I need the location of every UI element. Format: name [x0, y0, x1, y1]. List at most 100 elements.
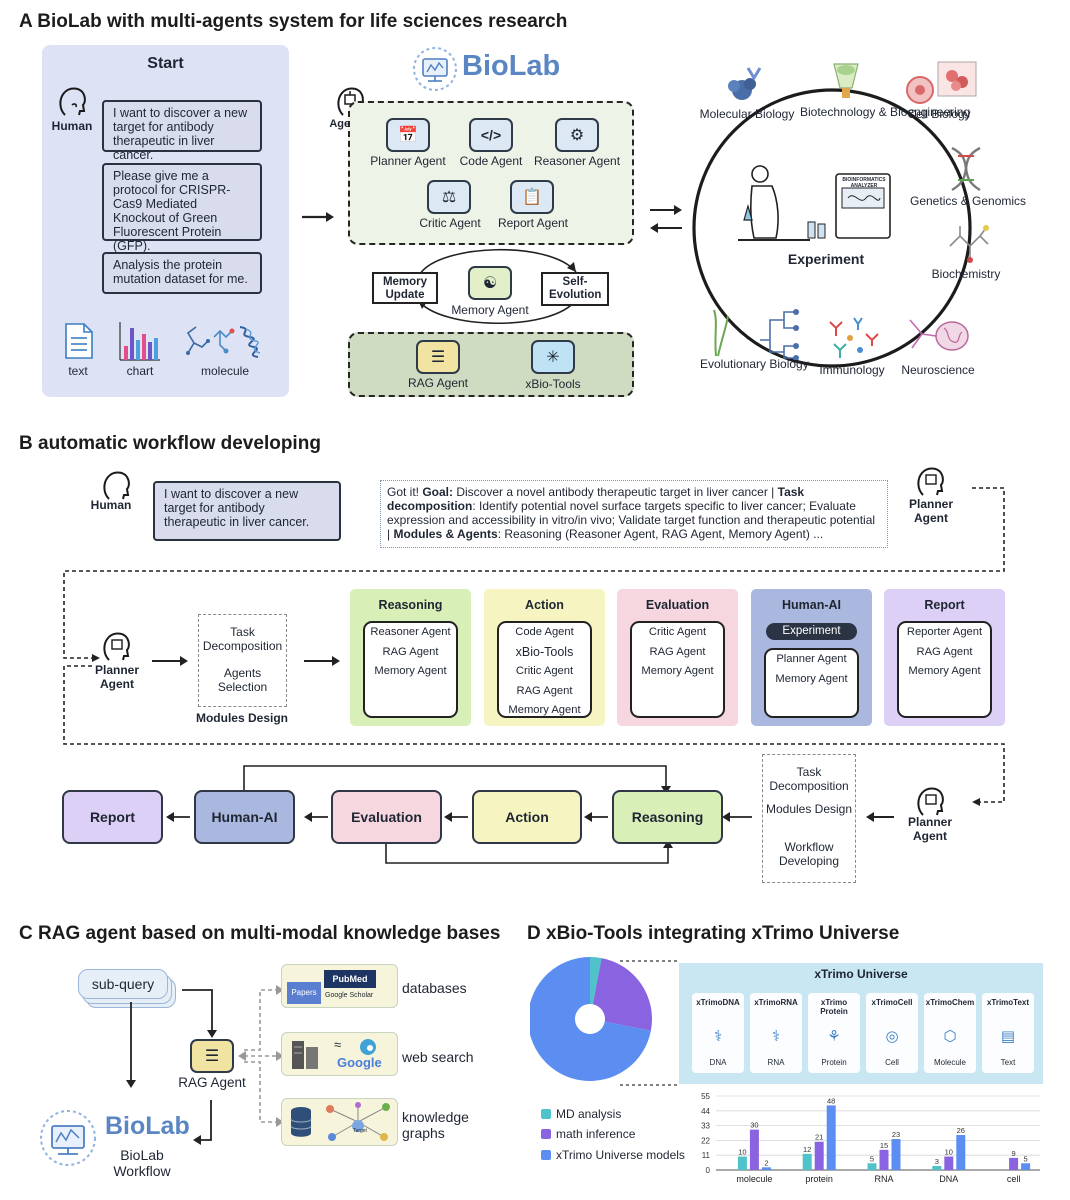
- calendar-check-icon: 📅: [386, 118, 430, 152]
- bar-value-label: 12: [803, 1145, 811, 1154]
- knowledge-graphs-label: knowledge graphs: [402, 1109, 469, 1141]
- bar-dna-0: [932, 1165, 942, 1170]
- module-action-title: Action: [525, 598, 564, 612]
- workflow-design-box: [762, 754, 856, 883]
- database-icon: [290, 1107, 312, 1137]
- bar-dna-1: [944, 1156, 954, 1170]
- biochemistry-icon: [949, 225, 989, 263]
- evaluation-agent-2: RAG Agent: [649, 645, 706, 658]
- analyzer-label: BIOINFORMATICS ANALYZER: [842, 177, 886, 189]
- planner-label-bottom: Planner Agent: [907, 815, 952, 843]
- xtrimo-card-molecule: xTrimoChem⬡Molecule: [924, 993, 976, 1073]
- biotechnology-icon: [833, 63, 859, 98]
- humanai-agent-2: Memory Agent: [775, 672, 848, 685]
- xtrimo-card-label: Text: [1000, 1058, 1016, 1067]
- bar-value-label: 3: [935, 1157, 939, 1166]
- rag-return-arrow: [193, 1100, 212, 1145]
- genetics-icon: [951, 146, 981, 192]
- wifi-icon: ≈: [334, 1037, 342, 1052]
- target-node-label: Target: [353, 1128, 367, 1134]
- xtrimo-card-label: Protein: [821, 1058, 847, 1067]
- start-label: Start: [147, 55, 184, 72]
- xtrimo-card-name: xTrimoText: [986, 998, 1030, 1007]
- reasoning-agent-2: RAG Agent: [382, 645, 439, 658]
- subquery-box: sub-query: [78, 969, 168, 999]
- memory-agent-label: Memory Agent: [451, 303, 529, 317]
- action-agent-4: RAG Agent: [516, 684, 573, 697]
- bar-rna-0: [867, 1163, 877, 1170]
- reasoner-agent-label: Reasoner Agent: [533, 154, 621, 168]
- y-tick-label: 55: [701, 1092, 710, 1101]
- rna-icon: ⚕: [771, 1028, 781, 1045]
- wf-task-decomp: Task Decomposition: [769, 765, 849, 793]
- field-molecular-biology: Molecular Biology: [699, 107, 795, 121]
- rag-agent-label-c: RAG Agent: [178, 1075, 246, 1090]
- flow-evaluation: Evaluation: [331, 790, 442, 844]
- xtrimo-universe-title: xTrimo Universe: [814, 967, 908, 981]
- molecule-modality-label: molecule: [200, 364, 250, 378]
- field-genetics: Genetics & Genomics: [910, 194, 1027, 208]
- field-biotechnology: Biotechnology & Bioengineering: [800, 105, 971, 119]
- y-tick-label: 0: [706, 1166, 711, 1175]
- y-tick-label: 11: [702, 1151, 711, 1160]
- tools-box: [348, 332, 634, 397]
- arrow-planner-to-design: [866, 812, 894, 822]
- planner-robot-icon-top: [917, 467, 944, 496]
- cell-icon: ◎: [885, 1028, 899, 1045]
- human-label-b: Human: [90, 498, 132, 512]
- planner-label-mid: Planner Agent: [94, 663, 139, 691]
- legend-label-0: MD analysis: [556, 1107, 622, 1121]
- resp-task-key: Task decomposition: [387, 485, 805, 513]
- self-evolution-box: Self-Evolution: [541, 272, 609, 306]
- xtrimo-card-label: DNA: [709, 1058, 727, 1067]
- evaluation-agent-1: Critic Agent: [648, 626, 707, 638]
- legend-label-2: xTrimo Universe models: [556, 1148, 685, 1162]
- xtrimo-card-cell: xTrimoCell◎Cell: [866, 993, 918, 1073]
- experiment-label: Experiment: [787, 251, 865, 267]
- human-icon-b: [103, 471, 130, 500]
- field-cell-biology: Cell Biology: [907, 107, 971, 121]
- memory-update-box: Memory Update: [372, 272, 438, 304]
- rag-knowledge-connectors: [238, 985, 284, 1127]
- kb-knowledge-graphs: Target: [281, 1098, 398, 1146]
- flow-report: Report: [62, 790, 163, 844]
- brain-icon: ☯: [468, 266, 512, 300]
- kb-web-search: ≈ Google: [281, 1032, 398, 1076]
- human-icon: [59, 87, 86, 116]
- xtrimo-card-name: xTrimoDNA: [696, 998, 740, 1007]
- wf-modules-design: Modules Design: [765, 802, 853, 816]
- text-modality-label: text: [68, 364, 88, 378]
- action-agent-3: Critic Agent: [515, 665, 574, 677]
- bar-value-label: 5: [870, 1154, 874, 1163]
- kb-databases: Papers PubMed Google Scholar: [281, 964, 398, 1008]
- pubmed-logo: PubMed: [324, 970, 376, 988]
- pie-slice-md-analysis: [590, 957, 602, 1005]
- evaluation-agent-3: Memory Agent: [641, 665, 714, 677]
- planner-robot-icon-mid: [103, 632, 130, 661]
- pie-slice-xtrimo-universe-models: [530, 957, 651, 1081]
- legend-swatch: [541, 1109, 551, 1119]
- rag-flow-arrows: [126, 989, 217, 1088]
- text-icon: ▤: [1000, 1028, 1016, 1045]
- field-biochemistry: Biochemistry: [931, 267, 1001, 281]
- evolutionary-biology-icon: [713, 309, 799, 360]
- bidirectional-arrows: [650, 205, 682, 233]
- field-immunology: Immunology: [819, 363, 885, 377]
- human-label: Human: [51, 119, 93, 133]
- immunology-icon: [829, 317, 879, 358]
- databases-label: databases: [402, 980, 467, 996]
- bar-value-label: 26: [957, 1126, 965, 1135]
- resp-goal-key: Goal:: [422, 485, 454, 499]
- field-neuroscience: Neuroscience: [901, 363, 975, 377]
- bar-molecule-2: [761, 1167, 771, 1170]
- molecule-icon: ⬡: [943, 1028, 957, 1045]
- workflow-dashed-connectors: [63, 487, 1005, 806]
- start-to-agents-arrow: [302, 212, 334, 222]
- planner-label-top: Planner Agent: [908, 497, 953, 525]
- agents-selection-label: Agents Selection: [217, 666, 268, 694]
- report-agent-label: Report Agent: [497, 216, 569, 230]
- legend-swatch: [541, 1150, 551, 1160]
- bar-value-label: 15: [880, 1141, 888, 1150]
- xtrimo-card-name: xTrimo Protein: [820, 998, 848, 1016]
